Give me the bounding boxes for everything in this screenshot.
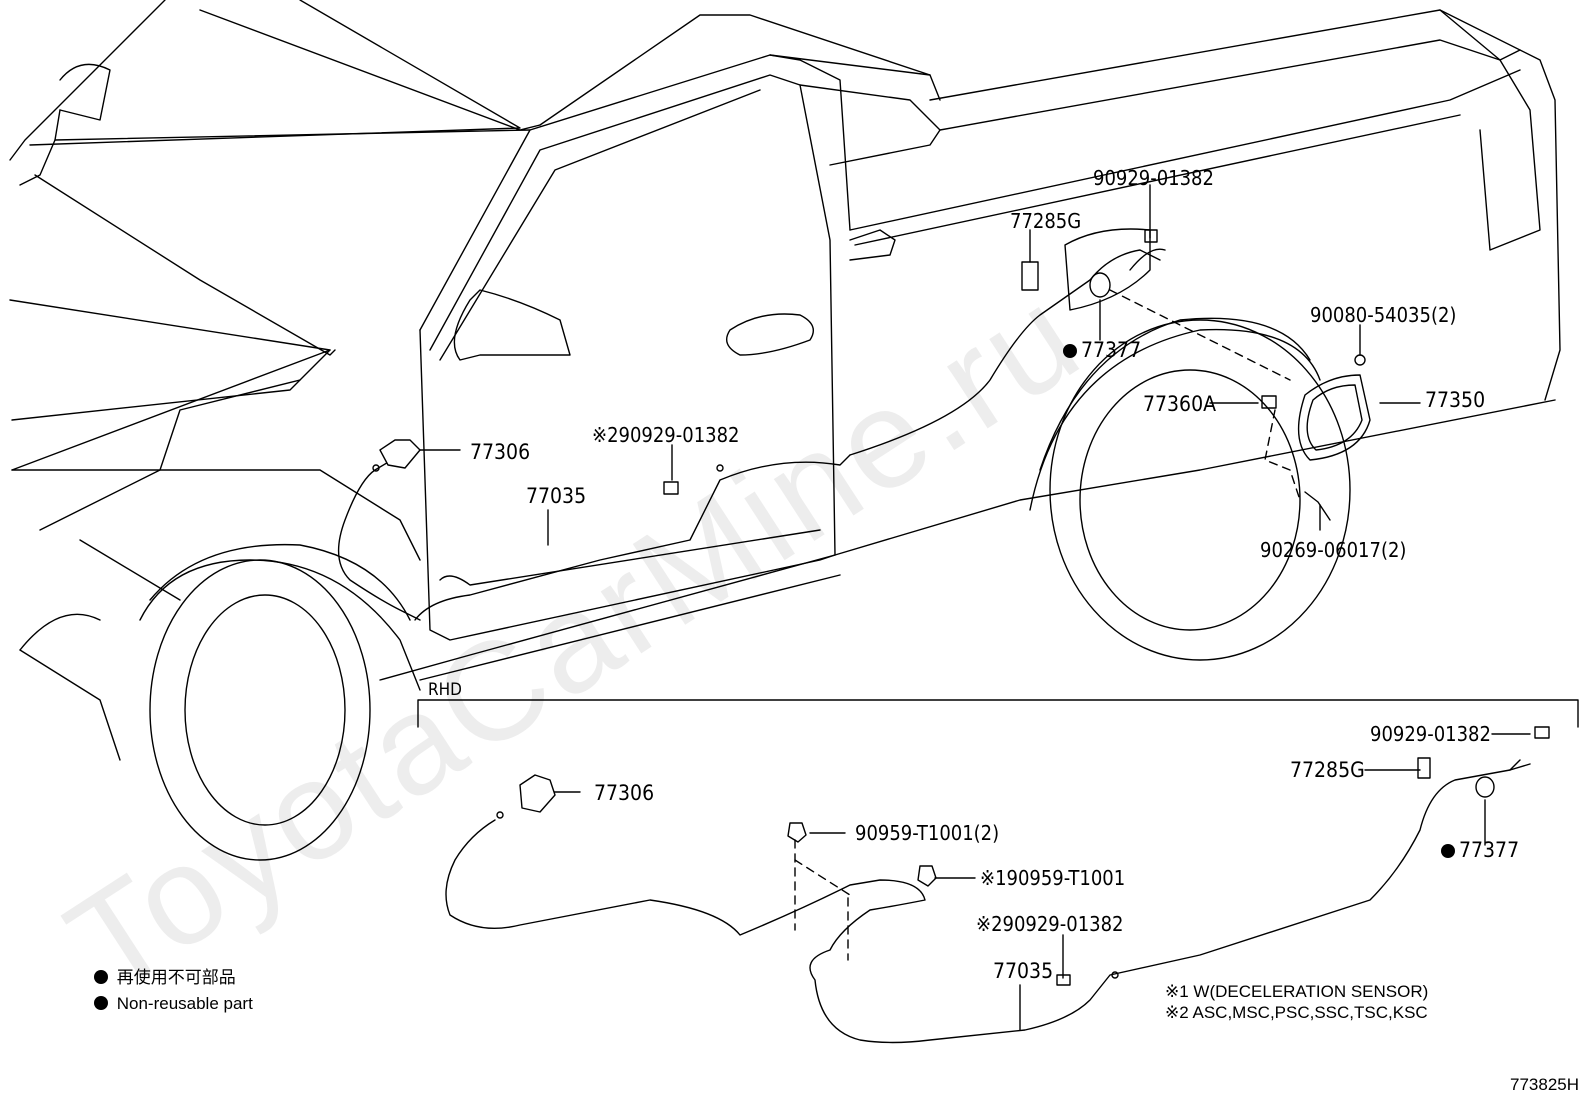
diagram-code: 773825H <box>1510 1075 1580 1094</box>
label-77306-rhd: 77306 <box>594 781 655 805</box>
legend-jp-text: 再使用不可部品 <box>116 968 236 987</box>
footnote-1: ※1 W(DECELERATION SENSOR) <box>1165 982 1429 1001</box>
label-90080-54035: 90080-54035(2) <box>1310 303 1457 327</box>
non-reusable-dot-icon <box>1063 344 1077 358</box>
label-90269-06017: 90269-06017(2) <box>1260 538 1407 562</box>
label-77377-rhd-text: 77377 <box>1459 838 1520 862</box>
label-77377-rhd: 77377 <box>1441 838 1520 862</box>
label-77285g-rhd: 77285G <box>1290 758 1365 782</box>
label-90929-01382-top: 90929-01382 <box>1093 166 1214 190</box>
label-77285g: 77285G <box>1010 209 1082 233</box>
label-77360a: 77360A <box>1143 392 1217 416</box>
non-reusable-dot-icon <box>94 996 108 1010</box>
label-77306-main: 77306 <box>470 440 531 464</box>
label-77035-main: 77035 <box>526 484 587 508</box>
legend-jp: 再使用不可部品 <box>94 968 236 988</box>
legend-en: Non-reusable part <box>94 994 253 1014</box>
label-note2-90929-rhd: ※290929-01382 <box>976 912 1124 936</box>
label-77035-rhd: 77035 <box>993 959 1054 983</box>
non-reusable-dot-icon <box>1441 844 1455 858</box>
label-note2-90929-main: ※290929-01382 <box>592 423 740 447</box>
label-77377-main: 77377 <box>1063 338 1142 362</box>
label-77377-text: 77377 <box>1081 338 1142 362</box>
footnote-2: ※2 ASC,MSC,PSC,SSC,TSC,KSC <box>1165 1003 1428 1022</box>
non-reusable-dot-icon <box>94 970 108 984</box>
legend-en-text: Non-reusable part <box>116 994 253 1013</box>
label-note1-90959: ※190959-T1001 <box>980 866 1126 890</box>
label-90959-t1001: 90959-T1001(2) <box>855 821 1000 845</box>
label-77350: 77350 <box>1425 388 1486 412</box>
section-label-rhd: RHD <box>428 680 462 700</box>
label-90929-01382-rhd: 90929-01382 <box>1370 722 1491 746</box>
